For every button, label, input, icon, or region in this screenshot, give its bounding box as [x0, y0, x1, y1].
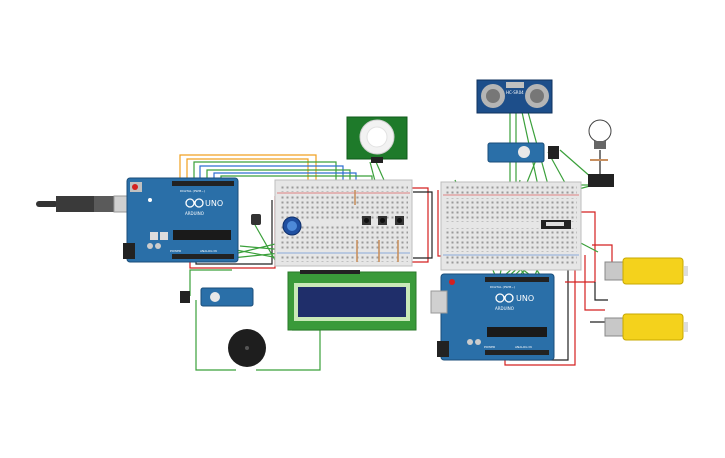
usb-cable-icon: [36, 195, 131, 213]
servo-motor-top[interactable]: [487, 142, 559, 163]
arduino-uno-right[interactable]: UNO ARDUINO POWER ANALOG IN DIGITAL (PWM…: [430, 273, 555, 361]
arduino-uno-left[interactable]: UNO ARDUINO POWER ANALOG IN DIGITAL (PWM…: [123, 177, 239, 263]
piezo-buzzer[interactable]: [228, 329, 266, 367]
servo-motor-left[interactable]: [180, 287, 254, 307]
light-bulb-icon[interactable]: [588, 119, 612, 149]
power-header-label: POWER: [170, 249, 181, 253]
board-model-label: UNO: [516, 294, 534, 303]
ultrasonic-label: HC-SR04: [506, 90, 524, 95]
ultrasonic-sensor[interactable]: HC-SR04: [476, 79, 553, 114]
board-model-label: UNO: [205, 199, 223, 208]
power-header-label: POWER: [484, 345, 495, 349]
relay-module[interactable]: [588, 174, 614, 187]
lcd-display-16x2[interactable]: [287, 270, 417, 331]
potentiometer-knob[interactable]: [282, 216, 302, 236]
resistor-group: [354, 190, 399, 262]
motor-driver-chip[interactable]: [541, 220, 571, 229]
board-brand-label: ARDUINO: [185, 211, 204, 216]
analog-header-label: ANALOG IN: [515, 345, 532, 349]
analog-header-label: ANALOG IN: [200, 249, 217, 253]
temperature-sensor-icon[interactable]: [251, 214, 261, 225]
digital-header-label: DIGITAL (PWM~): [490, 285, 515, 289]
pushbutton-row[interactable]: [362, 216, 404, 225]
dc-motor-bottom[interactable]: [604, 313, 688, 341]
pir-motion-sensor[interactable]: [346, 116, 408, 163]
board-brand-label: ARDUINO: [495, 306, 514, 311]
dc-motor-top[interactable]: [604, 257, 688, 285]
digital-header-label: DIGITAL (PWM~): [180, 189, 205, 193]
arduino-logo-icon: [185, 198, 204, 208]
arduino-logo-icon: [495, 293, 514, 303]
